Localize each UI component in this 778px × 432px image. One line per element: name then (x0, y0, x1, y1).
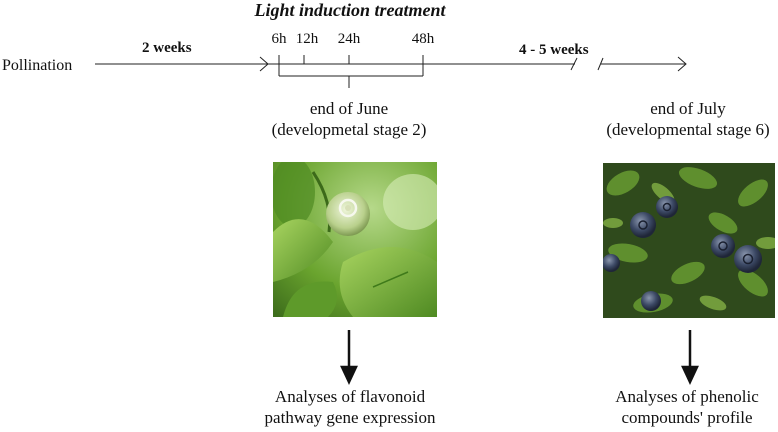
timepoint-24h: 24h (337, 31, 361, 47)
ripe-bilberry-photo (603, 163, 775, 318)
timepoint-48h: 48h (411, 31, 435, 47)
interval-2-weeks-label: 2 weeks (142, 40, 192, 56)
interval-4-5-weeks-label: 4 - 5 weeks (519, 42, 589, 58)
stage-right-stage: (developmental stage 6) (606, 120, 770, 139)
stage-left-date: end of June (309, 99, 389, 118)
arrow-left-head (340, 365, 358, 385)
timeline-break-right (597, 57, 604, 71)
analysis-left-line2: pathway gene expression (264, 408, 436, 427)
arrow-right-head (681, 365, 699, 385)
timepoint-6h: 6h (271, 31, 287, 47)
analysis-right-line2: compounds' profile (621, 408, 753, 427)
timeline-break-left (570, 57, 578, 71)
analysis-left-line1: Analyses of flavonoid (274, 387, 426, 406)
stage-right-date: end of July (650, 99, 726, 118)
analysis-right-line1: Analyses of phenolic (615, 387, 759, 406)
timepoint-12h: 12h (295, 31, 319, 47)
timeline-arrowhead-2 (677, 56, 687, 72)
unripe-bilberry-photo (273, 162, 437, 317)
pollination-label: Pollination (2, 57, 73, 74)
stage-left-stage: (developmetal stage 2) (271, 120, 427, 139)
diagram-title: Light induction treatment (254, 0, 446, 20)
